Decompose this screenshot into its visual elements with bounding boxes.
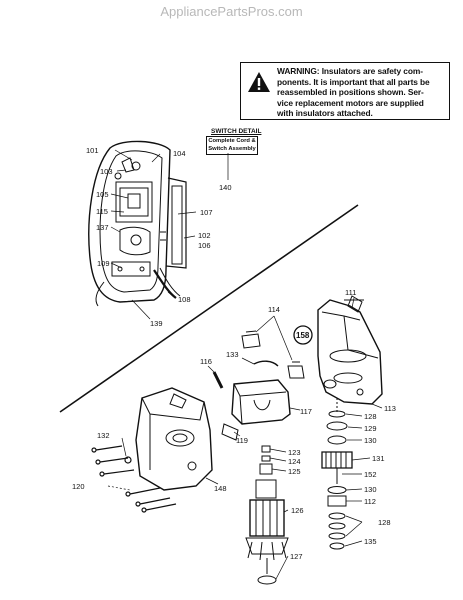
handle-housing-drawing (88, 140, 187, 307)
switch-detail-line: Complete Cord & (208, 138, 256, 144)
part-label-135: 135 (364, 537, 377, 546)
pin-drawing (212, 371, 224, 389)
part-label-129: 129 (364, 424, 377, 433)
part-label-104: 104 (173, 149, 186, 158)
part-label-132: 132 (97, 431, 110, 440)
part-label-101: 101 (86, 146, 99, 155)
motor-housing-drawing (317, 295, 383, 405)
part-label-126: 126 (291, 506, 304, 515)
part-label-119: 119 (236, 436, 248, 445)
warning-line: WARNING: Insulators are safety com- (277, 66, 423, 76)
warning-line: ponents. It is important that all parts … (277, 76, 430, 87)
switch-leaders (110, 149, 229, 320)
watermark: AppliancePartsPros.com (160, 4, 303, 19)
part-label-127: 127 (290, 552, 303, 561)
part-label-139: 139 (150, 319, 163, 328)
part-label-120: 120 (72, 482, 85, 491)
part-label-130b: 130 (364, 485, 377, 494)
switch-detail-line: Switch Assembly (208, 145, 256, 152)
part-label-112: 112 (364, 497, 376, 506)
armature-drawing (245, 445, 289, 585)
switch-detail-title: SWITCH DETAIL (211, 128, 262, 135)
part-label-111: 111 (345, 288, 356, 297)
spring-clip-drawing (253, 360, 279, 367)
warning-line: reassembled in positions shown. Ser- (277, 87, 424, 98)
part-labels: 101 103 104 105 115 107 137 102 106 109 … (72, 146, 396, 561)
insulator-drawing (221, 423, 239, 441)
part-label-108: 108 (178, 295, 191, 304)
part-label-131: 131 (372, 454, 385, 463)
part-label-123: 123 (288, 448, 301, 457)
warning-text: WARNING: Insulators are safety com- pone… (277, 66, 447, 119)
part-label-128b: 128 (378, 518, 391, 527)
part-label-152: 152 (364, 470, 377, 479)
part-label-116: 116 (200, 357, 212, 366)
part-label-125: 125 (288, 467, 301, 476)
part-label-114: 114 (268, 305, 280, 314)
part-label-137: 137 (96, 223, 109, 232)
part-label-106: 106 (198, 241, 211, 250)
part-label-133: 133 (226, 350, 239, 359)
warning-line: vice replacement motors are supplied (277, 97, 424, 108)
brush-drawing (241, 315, 305, 379)
part-label-109: 109 (97, 259, 110, 268)
part-label-140: 140 (219, 183, 232, 192)
switch-detail-box: Complete Cord & Switch Assembly (206, 136, 258, 155)
part-label-117: 117 (300, 407, 312, 416)
divider-line (59, 204, 359, 413)
part-label-115: 115 (96, 207, 108, 216)
part-label-124: 124 (288, 457, 301, 466)
part-label-130: 130 (364, 436, 377, 445)
warning-box: WARNING: Insulators are safety com- pone… (240, 62, 450, 120)
part-label-102: 102 (198, 231, 211, 240)
part-label-103: 103 (100, 167, 113, 176)
gear-housing-drawing (135, 387, 213, 491)
part-label-158: 158 (296, 331, 310, 340)
warning-line: with insulators attached. (277, 108, 373, 119)
part-label-128: 128 (364, 412, 377, 421)
part-label-113: 113 (384, 404, 396, 413)
part-label-148: 148 (214, 484, 227, 493)
screws-drawing (91, 445, 177, 513)
brush-holder-drawing (231, 379, 301, 425)
part-label-105: 105 (96, 190, 109, 199)
part-158-badge (293, 325, 313, 345)
warning-triangle-icon (248, 72, 270, 92)
shaft-stack-drawing (321, 398, 353, 550)
part-label-107: 107 (200, 208, 213, 217)
part-leaders (121, 297, 383, 580)
